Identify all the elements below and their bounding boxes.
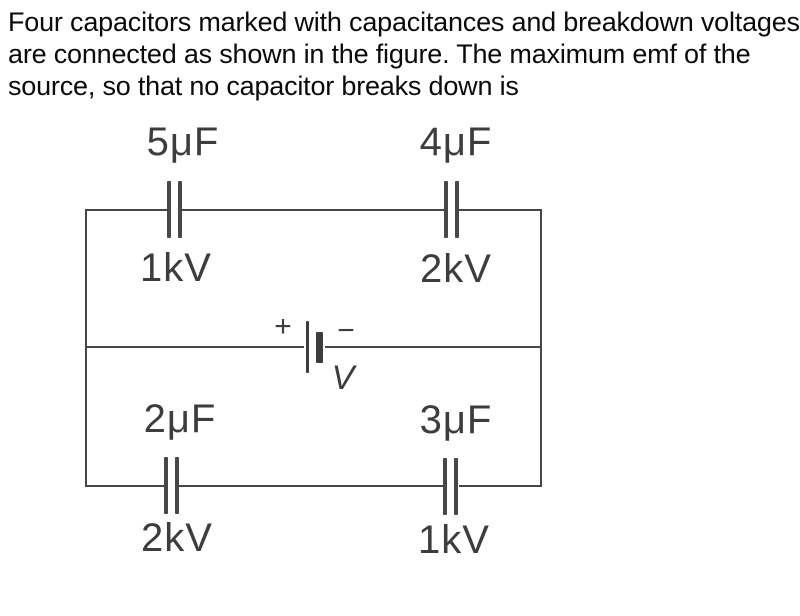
capacitance-label: 5μF xyxy=(146,120,220,164)
capacitor-plate-icon xyxy=(167,181,171,238)
capacitance-label: 2μF xyxy=(143,397,217,441)
battery-positive-plate-icon xyxy=(306,321,309,373)
wire-left xyxy=(85,209,87,487)
breakdown-voltage-label: 1kV xyxy=(418,518,490,562)
wire-bottom-seg2 xyxy=(179,485,444,487)
wire-right xyxy=(540,209,542,487)
capacitance-label: 4μF xyxy=(419,120,493,164)
breakdown-voltage-label: 2kV xyxy=(141,516,213,560)
capacitor-plate-icon xyxy=(444,181,448,238)
question-text: Four capacitors marked with capacitances… xyxy=(8,6,800,102)
capacitor-plate-icon xyxy=(455,181,459,238)
wire-top-seg3 xyxy=(459,209,542,211)
capacitor-plate-icon xyxy=(443,458,447,515)
question-line-2: are connected as shown in the figure. Th… xyxy=(8,39,751,69)
capacitor-plate-icon xyxy=(454,458,458,515)
wire-top-seg2 xyxy=(181,209,446,211)
wire-bottom-seg1 xyxy=(85,485,165,487)
capacitor-plate-icon xyxy=(164,457,168,514)
plus-sign: + xyxy=(274,310,292,343)
breakdown-voltage-label: 2kV xyxy=(420,247,492,291)
capacitor-plate-icon xyxy=(178,181,182,238)
wire-middle-seg2 xyxy=(325,346,542,348)
battery-negative-plate-icon xyxy=(316,332,323,363)
question-line-3: source, so that no capacitor breaks down… xyxy=(8,71,519,101)
wire-middle-seg1 xyxy=(85,346,304,348)
minus-sign: − xyxy=(337,314,355,347)
question-line-1: Four capacitors marked with capacitances… xyxy=(8,7,800,37)
battery-voltage-label: V xyxy=(331,359,355,397)
wire-bottom-seg3 xyxy=(459,485,542,487)
breakdown-voltage-label: 1kV xyxy=(140,246,212,290)
wire-top-seg1 xyxy=(85,209,168,211)
capacitance-label: 3μF xyxy=(419,398,493,442)
capacitor-plate-icon xyxy=(175,457,179,514)
